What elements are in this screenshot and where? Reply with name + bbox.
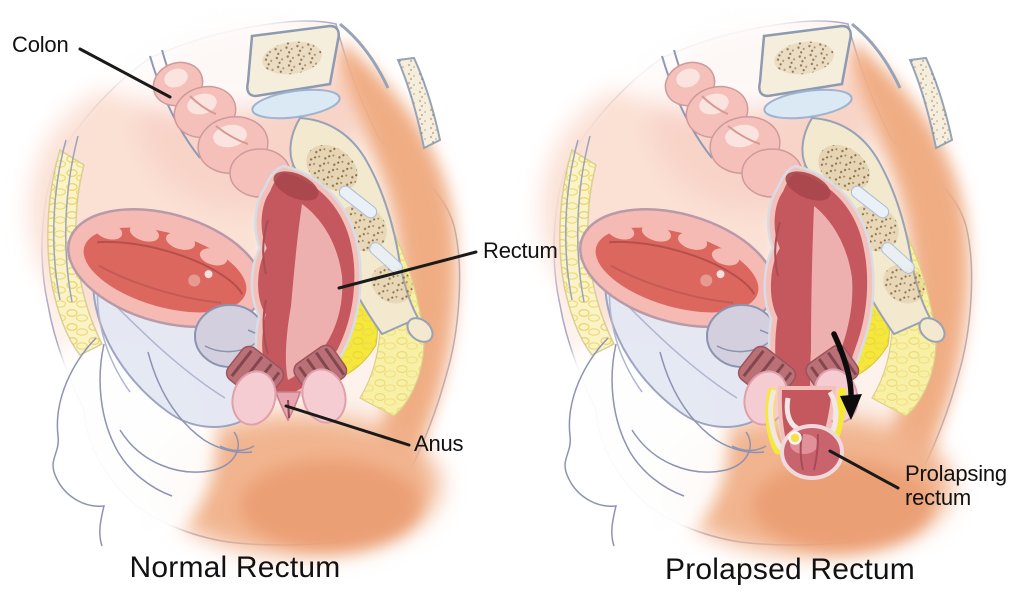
prolapse-direction-arrow — [831, 331, 862, 420]
rectum-leader-line — [337, 250, 478, 290]
prolapsing-rectum-label: Prolapsing rectum — [905, 461, 1007, 511]
anus-leader-line — [284, 404, 411, 447]
caption-prolapsed-rectum: Prolapsed Rectum — [665, 553, 915, 586]
prolapse-protrusion — [765, 386, 847, 480]
leader-lines — [78, 47, 900, 490]
rectum-label: Rectum — [483, 238, 558, 263]
colon-leader-line — [78, 47, 172, 99]
colon-label: Colon — [12, 32, 69, 57]
panel-normal-figure — [20, 3, 460, 557]
rectum-normal — [250, 164, 362, 422]
panel-prolapsed-figure — [532, 3, 972, 557]
anus-label: Anus — [414, 431, 464, 456]
prolapsing-rectum-leader-line — [828, 449, 900, 490]
caption-normal-rectum: Normal Rectum — [129, 551, 341, 584]
